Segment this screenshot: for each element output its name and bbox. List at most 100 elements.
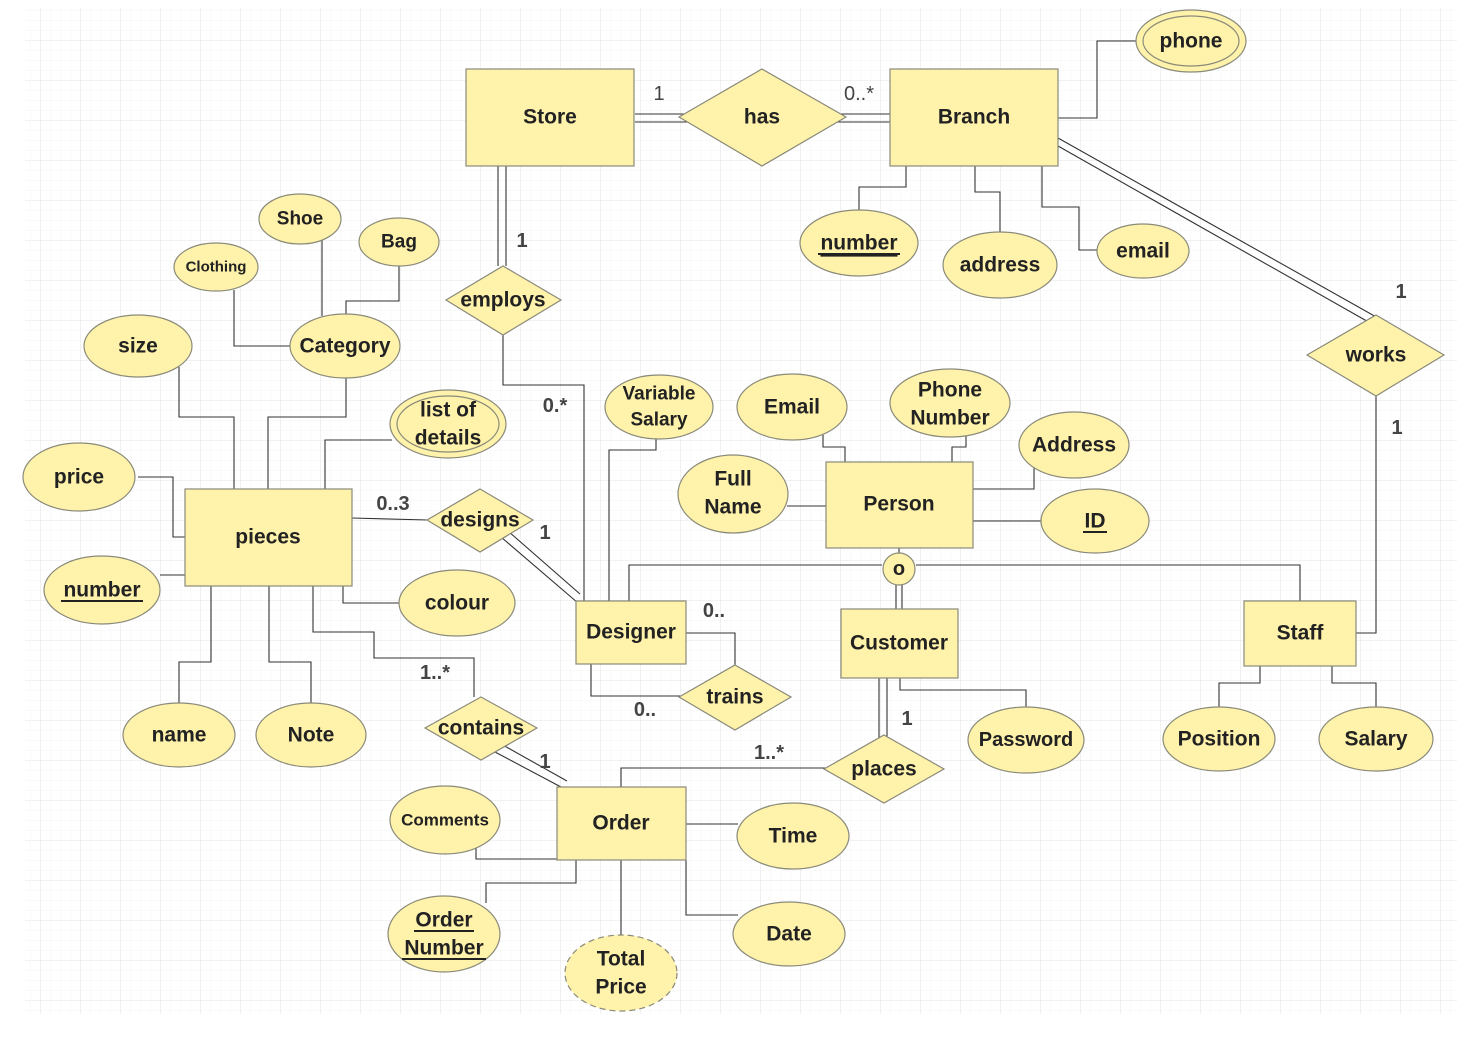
entity-pieces[interactable]: pieces [184,488,353,587]
cardinality-works-staff: 1 [1391,417,1402,439]
attribute-order-number-line2: Number [404,937,483,960]
attribute-size[interactable]: size [83,314,193,378]
attribute-salary[interactable]: Salary [1318,706,1434,772]
attribute-note[interactable]: Note [255,702,367,768]
attribute-phone[interactable]: phone [1135,9,1247,73]
attribute-variable-salary-line1: Variable [623,384,696,405]
attribute-list-of-details-line1: list of [420,399,477,422]
relationship-places-label: places [851,758,916,781]
attribute-shoe-label: Shoe [277,209,323,230]
connectors [138,40,1379,936]
entity-designer[interactable]: Designer [575,600,687,665]
relationship-works[interactable]: works [1305,314,1446,397]
attribute-email-label: email [1116,240,1170,263]
attribute-phone-number[interactable]: Phone Number [889,368,1011,438]
relationship-contains-label: contains [438,717,524,740]
attribute-order-number-line1: Order [415,909,472,932]
entity-store[interactable]: Store [465,68,635,167]
attribute-shoe[interactable]: Shoe [258,193,342,245]
entity-person[interactable]: Person [825,461,974,549]
cardinality-places-order: 1..* [754,742,784,764]
attribute-person-address[interactable]: Address [1018,411,1130,479]
entity-order[interactable]: Order [556,786,687,861]
specialization-circle[interactable]: o [882,552,916,586]
entity-customer-label: Customer [850,632,948,655]
cardinality-contains-order: 1 [539,751,550,773]
cardinality-branch-has: 0..* [844,83,874,105]
entity-staff[interactable]: Staff [1243,600,1357,667]
attribute-phone-number-line1: Phone [918,379,982,402]
cardinality-designer-trains-bottom: 0.. [634,699,656,721]
attribute-variable-salary-line2: Salary [630,410,687,431]
attribute-full-name[interactable]: Full Name [677,454,789,534]
relationship-designs[interactable]: designs [425,488,535,553]
attribute-email[interactable]: email [1096,223,1190,279]
relationship-trains-label: trains [706,686,763,709]
attribute-date-label: Date [766,923,812,946]
attribute-person-address-label: Address [1032,434,1116,457]
relationship-works-label: works [1345,344,1407,367]
attribute-total-price-line2: Price [595,976,646,999]
attribute-note-label: Note [288,724,335,747]
attribute-category[interactable]: Category [289,313,401,379]
relationship-trains[interactable]: trains [677,664,793,731]
attribute-time[interactable]: Time [736,802,850,870]
attribute-price-label: price [54,466,104,489]
relationship-designs-label: designs [440,509,519,532]
attribute-name-label: name [152,724,207,747]
attribute-password-label: Password [979,729,1073,751]
attribute-name[interactable]: name [122,702,236,768]
attribute-comments-label: Comments [401,811,489,830]
attribute-clothing[interactable]: Clothing [173,242,259,292]
cardinalities: 1 0..* 1 0.* 1 1 0..3 1 0.. 0.. 1..* 1 1… [376,83,1406,773]
attribute-bag[interactable]: Bag [358,217,440,267]
entity-order-label: Order [592,812,649,835]
attribute-comments[interactable]: Comments [389,785,501,855]
relationship-employs-label: employs [460,289,545,312]
cardinality-pieces-contains: 1..* [420,662,450,684]
attribute-total-price[interactable]: Total Price [564,934,678,1012]
cardinality-branch-works: 1 [1395,281,1406,303]
attribute-position[interactable]: Position [1162,706,1276,772]
attribute-order-number[interactable]: Order Number [387,895,501,973]
attribute-branch-number-label: number [820,232,897,255]
attribute-address[interactable]: address [942,231,1058,299]
attribute-piece-number[interactable]: number [43,555,161,625]
attribute-date[interactable]: Date [732,901,846,967]
cardinality-designer-trains-top: 0.. [703,600,725,622]
entity-store-label: Store [523,106,577,129]
attribute-colour[interactable]: colour [398,569,516,637]
attribute-list-of-details[interactable]: list of details [389,389,507,459]
relationship-has-label: has [744,106,780,129]
entity-pieces-label: pieces [235,526,300,549]
attribute-bag-label: Bag [381,232,417,253]
attribute-full-name-line1: Full [714,468,751,491]
attribute-branch-number[interactable]: number [799,209,919,277]
entity-branch[interactable]: Branch [889,68,1059,167]
attribute-id-label: ID [1085,510,1106,533]
relationship-has[interactable]: has [677,68,848,167]
relationship-employs[interactable]: employs [444,265,563,336]
entity-customer[interactable]: Customer [840,608,959,679]
attribute-password[interactable]: Password [967,706,1085,774]
attribute-phone-label: phone [1160,30,1223,53]
cardinality-store-has: 1 [653,83,664,105]
attribute-salary-label: Salary [1344,728,1407,751]
attribute-phone-number-line2: Number [910,407,989,430]
attribute-position-label: Position [1178,728,1261,751]
attribute-total-price-line1: Total [597,948,646,971]
cardinality-pieces-designs: 0..3 [376,493,409,515]
cardinality-designs-designer: 1 [539,522,550,544]
attribute-person-email[interactable]: Email [736,373,848,441]
attribute-address-label: address [960,254,1041,277]
relationship-places[interactable]: places [822,734,946,804]
entity-person-label: Person [863,493,934,516]
cardinality-customer-places: 1 [901,708,912,730]
attribute-person-email-label: Email [764,396,820,419]
relationship-contains[interactable]: contains [423,696,539,761]
specialization-symbol: o [893,558,905,580]
attribute-variable-salary[interactable]: Variable Salary [604,374,714,440]
attribute-price[interactable]: price [22,442,136,512]
attribute-id[interactable]: ID [1040,488,1150,554]
